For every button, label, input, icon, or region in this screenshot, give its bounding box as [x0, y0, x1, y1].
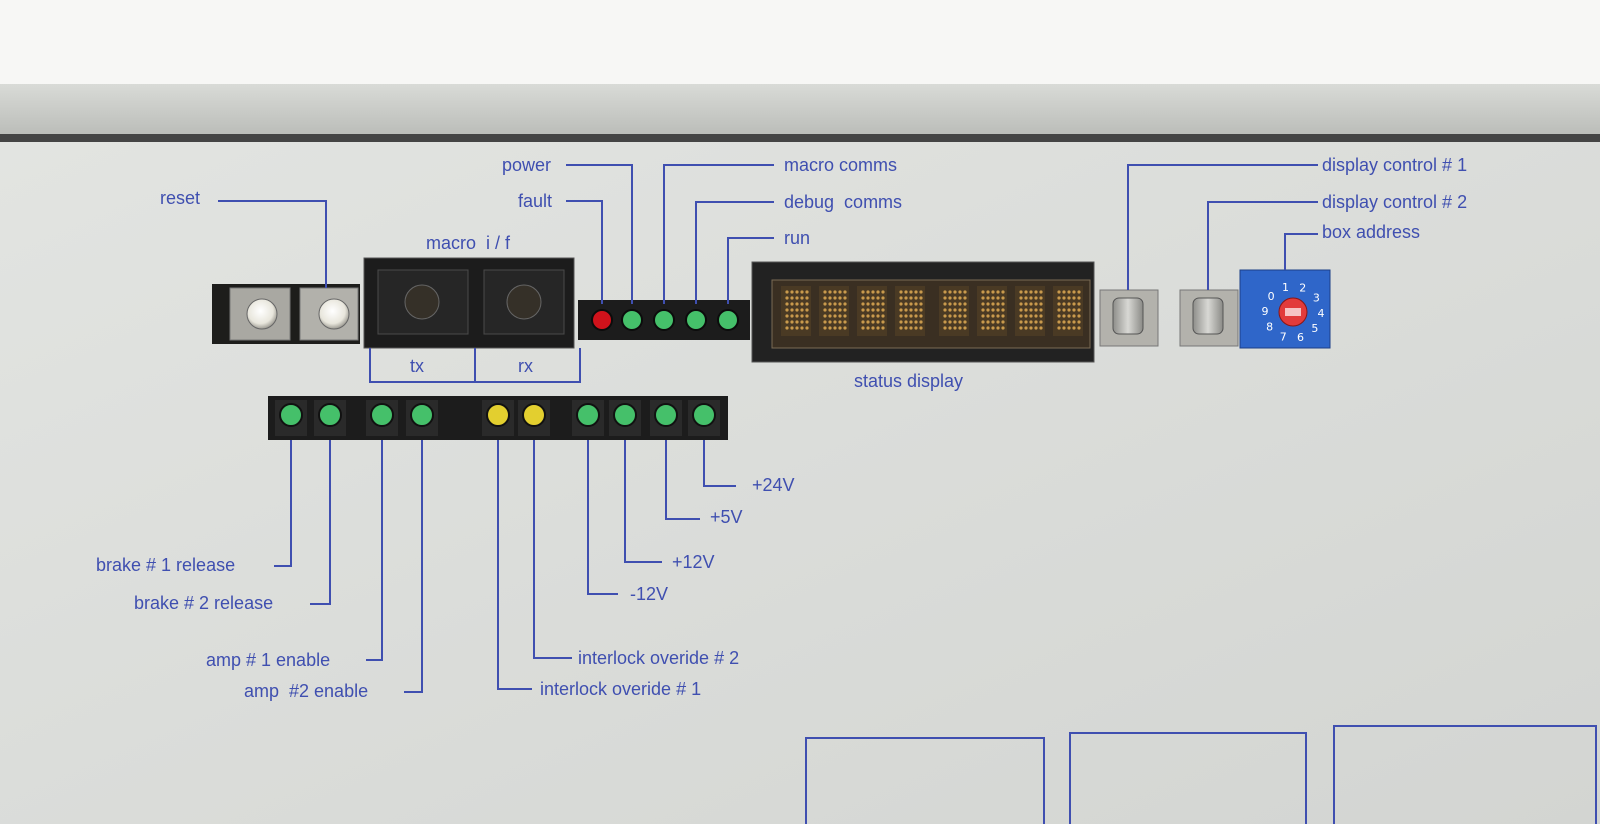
bottom-led-group	[275, 400, 720, 436]
label-amp-1-enable: amp # 1 enable	[206, 650, 331, 670]
rotary-digit: 8	[1266, 320, 1273, 333]
label-status-display: status display	[854, 371, 964, 391]
status-display-module	[751, 261, 1095, 363]
rotary-digit: 5	[1311, 322, 1318, 335]
label-brake-2-release: brake # 2 release	[134, 593, 274, 613]
rotary-digit: 1	[1282, 281, 1289, 294]
rotary-digit: 0	[1268, 290, 1275, 303]
led-debug-comms	[685, 309, 707, 331]
reset-button-2	[299, 287, 359, 341]
front-panel	[0, 142, 1600, 824]
led-amp-2-enable	[410, 403, 434, 427]
label-rx: rx	[518, 356, 533, 376]
label-display-control-2: display control # 2	[1322, 192, 1468, 212]
label-minus-12v: -12V	[630, 584, 669, 604]
rail-shadow	[0, 134, 1600, 142]
label-reset: reset	[160, 188, 201, 208]
led-run	[717, 309, 739, 331]
led-macro-comms	[653, 309, 675, 331]
macro-connector	[363, 257, 575, 349]
led-minus-12v	[576, 403, 600, 427]
label-interlock-overide-2: interlock overide # 2	[578, 648, 740, 668]
led-fault	[591, 309, 613, 331]
top-rail	[0, 84, 1600, 138]
label-display-control-1: display control # 1	[1322, 155, 1468, 175]
display-control-1-knob	[1099, 289, 1159, 347]
led-plus-24v	[692, 403, 716, 427]
label-power: power	[502, 155, 552, 175]
reset-button-1	[229, 287, 291, 341]
label-macro-if: macro i / f	[426, 233, 511, 253]
display-control-2-knob	[1179, 289, 1239, 347]
led-interlock-overide-2	[522, 403, 546, 427]
label-interlock-overide-1: interlock overide # 1	[540, 679, 702, 699]
label-fault: fault	[518, 191, 553, 211]
label-brake-1-release: brake # 1 release	[96, 555, 236, 575]
top-led-group	[591, 309, 739, 331]
box-address-rotary-switch	[1239, 269, 1331, 349]
rotary-digit: 3	[1313, 292, 1320, 305]
label-macro-comms: macro comms	[784, 155, 898, 175]
label-plus-12v: +12V	[672, 552, 715, 572]
label-amp-2-enable: amp #2 enable	[244, 681, 369, 701]
label-leader-lines	[218, 164, 1597, 824]
rotary-digit: 9	[1262, 305, 1269, 318]
label-tx: tx	[410, 356, 425, 376]
led-power	[621, 309, 643, 331]
label-plus-24v: +24V	[752, 475, 795, 495]
label-plus-5v: +5V	[710, 507, 743, 527]
led-brake-1-release	[279, 403, 303, 427]
led-plus-12v	[613, 403, 637, 427]
led-brake-2-release	[318, 403, 342, 427]
label-debug-comms: debug comms	[784, 192, 903, 212]
rotary-digit: 2	[1299, 282, 1306, 295]
led-interlock-overide-1	[486, 403, 510, 427]
led-plus-5v	[654, 403, 678, 427]
led-amp-1-enable	[370, 403, 394, 427]
rotary-digit: 6	[1297, 331, 1304, 344]
label-run: run	[784, 228, 811, 248]
rotary-digit: 4	[1317, 307, 1324, 320]
label-box-address: box address	[1322, 222, 1421, 242]
rotary-digit: 7	[1280, 330, 1287, 343]
background-wall	[0, 0, 1600, 84]
